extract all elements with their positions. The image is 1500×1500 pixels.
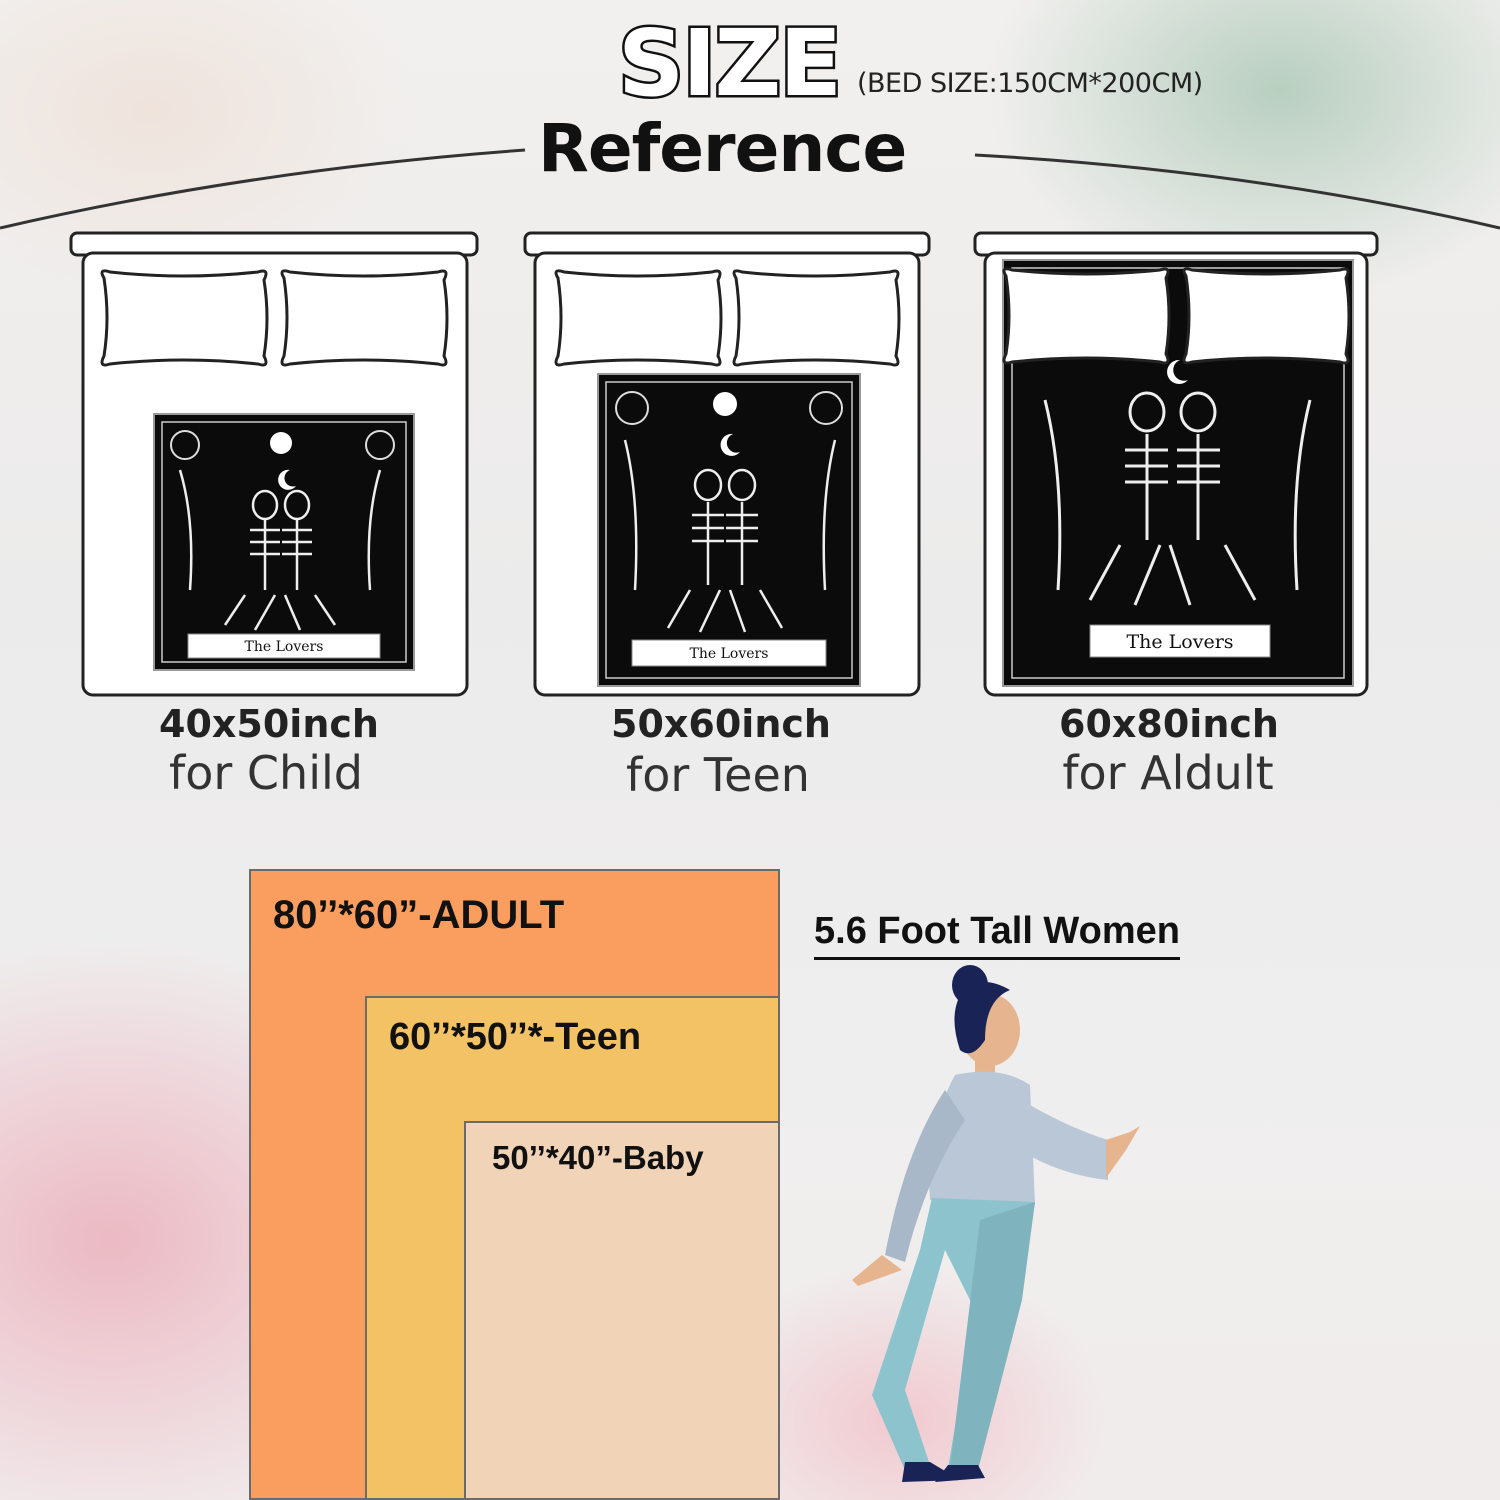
bed-3-audience: for Aldult [1062,746,1274,800]
blanket-label: The Lovers [690,646,769,662]
baby-size-rect: 50’’*40”-Baby [464,1121,780,1500]
title-size: SIZE [615,10,844,117]
bed-1: The Lovers [69,231,479,697]
bed-2-audience: for Teen [626,748,810,802]
bed-size-note: (BED SIZE:150CM*200CM) [857,68,1203,99]
adult-size-label: 80’’*60”-ADULT [273,893,565,937]
blanket-40x50: The Lovers [153,413,415,671]
bed-1-size: 40x50inch [159,702,379,746]
blanket-label: The Lovers [1126,631,1233,653]
bed-2: The Lovers [523,231,931,697]
bed-3-size: 60x80inch [1059,702,1279,746]
bed-2-size: 50x60inch [611,702,831,746]
bed-3: The Lovers [973,231,1379,697]
header-swoosh-lines [0,148,1500,230]
title-reference: Reference [538,110,907,187]
blanket-50x60: The Lovers [597,373,861,687]
woman-height-label: 5.6 Foot Tall Women [814,910,1180,960]
blanket-label: The Lovers [245,639,324,655]
baby-size-label: 50’’*40”-Baby [492,1139,704,1176]
teen-size-label: 60’’*50’’*-Teen [389,1016,642,1058]
bed-1-audience: for Child [169,746,363,800]
